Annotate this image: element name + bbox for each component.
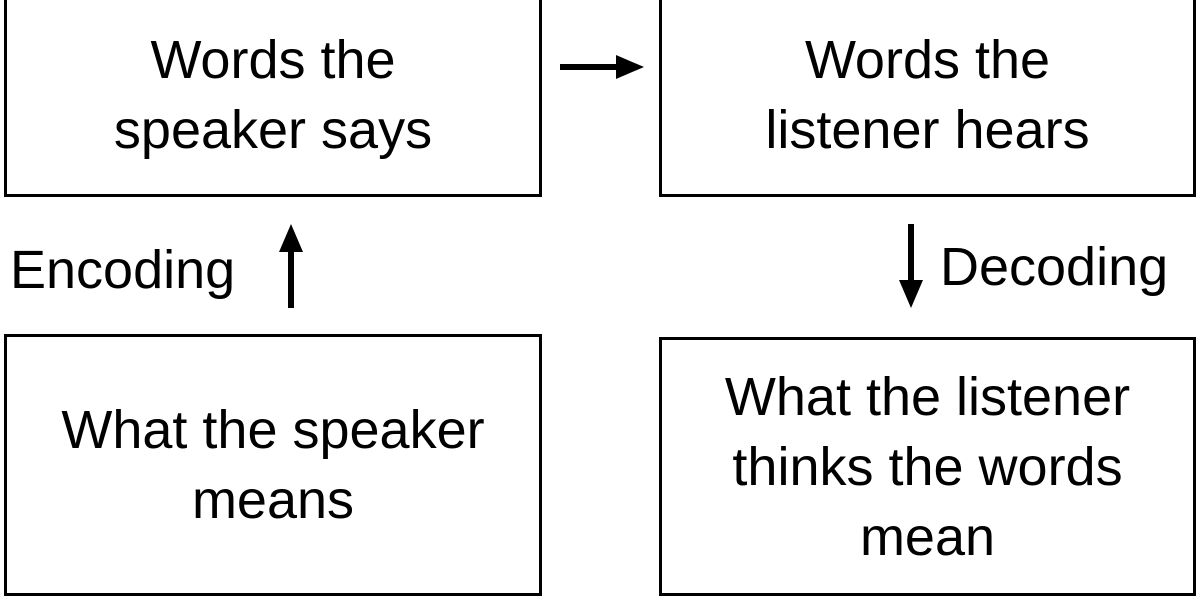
box-what-listener-thinks: What the listener thinks the words mean [659,337,1196,596]
label-decoding: Decoding [940,237,1169,297]
arrow-down-icon [899,224,923,308]
box-words-listener-hears-text: Words the listener hears [765,29,1090,160]
box-words-listener-hears: Words the listener hears [659,0,1196,197]
label-encoding: Encoding [10,240,236,300]
box-what-speaker-means-text: What the speaker means [61,400,485,530]
box-what-speaker-means: What the speaker means [4,334,542,596]
box-words-speaker-says: Words the speaker says [4,0,542,197]
box-what-listener-thinks-text: What the listener thinks the words mean [724,366,1131,567]
arrow-right-icon [560,55,644,79]
box-words-speaker-says-text: Words the speaker says [113,29,433,160]
arrow-up-icon [279,224,303,308]
